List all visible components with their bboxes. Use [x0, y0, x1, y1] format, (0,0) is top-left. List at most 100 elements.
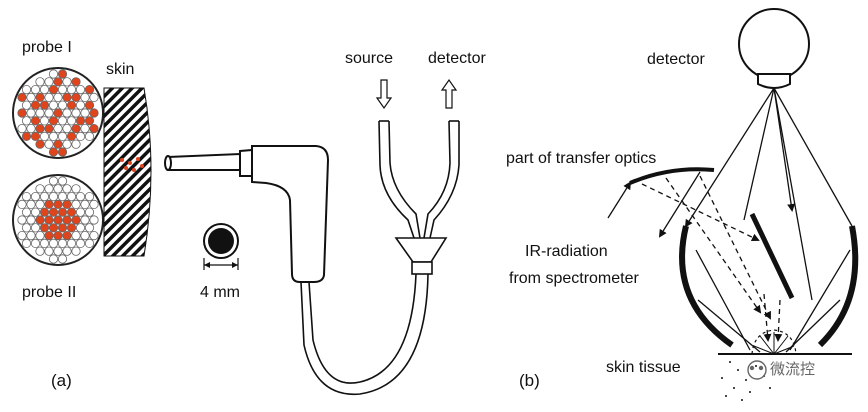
skin-section [103, 87, 152, 257]
fiber [48, 176, 59, 186]
fiber [26, 92, 36, 103]
fiber [57, 85, 68, 95]
diameter-label: 4 mm [200, 284, 240, 301]
fiber [17, 108, 27, 118]
fiber [48, 131, 59, 141]
fiber [57, 69, 68, 79]
fiber [44, 246, 54, 256]
fiber [62, 124, 72, 134]
fiber [48, 223, 59, 233]
fiber [21, 131, 32, 141]
fiber [62, 139, 72, 149]
fiber [44, 139, 54, 149]
fiber [35, 92, 45, 103]
fiber [57, 147, 68, 157]
fiber [35, 215, 45, 225]
fiber [17, 124, 27, 134]
fiber [35, 231, 45, 241]
fiber [17, 92, 27, 103]
skin-tissue [718, 329, 852, 401]
fiber [44, 108, 54, 118]
watermark-logo [747, 360, 767, 380]
fiber [35, 108, 45, 118]
fiber [75, 238, 86, 248]
fiber [48, 116, 59, 126]
fiber [35, 199, 45, 209]
fiber [57, 238, 68, 248]
fiber [53, 231, 63, 241]
fiber [71, 124, 81, 134]
fiber [66, 100, 77, 110]
fiber [66, 131, 77, 141]
fiber [26, 215, 36, 225]
fiber [53, 139, 63, 149]
detector-sphere [738, 8, 810, 89]
fiber [71, 184, 81, 194]
fiber [62, 108, 72, 118]
fiber [39, 100, 50, 110]
fiber [84, 131, 95, 141]
fiber [57, 131, 68, 141]
fiber [84, 207, 95, 217]
fiber [84, 223, 95, 233]
fiber [21, 116, 32, 126]
fiber [89, 199, 99, 209]
fiber [75, 116, 86, 126]
source-label: source [345, 50, 394, 67]
fiber-cross-section [203, 223, 239, 270]
fiber [62, 246, 72, 256]
fiber [48, 192, 59, 202]
fiber [62, 199, 72, 209]
fiber [39, 131, 50, 141]
fiber [30, 238, 41, 248]
skin-tissue-label: skin tissue [606, 359, 681, 376]
fiber [21, 85, 32, 95]
fiber [57, 207, 68, 217]
fiber [62, 231, 72, 241]
fiber [80, 92, 90, 103]
fiber [44, 124, 54, 134]
fiber [30, 131, 41, 141]
probe-2-label: probe II [22, 284, 77, 301]
fiber [48, 69, 59, 79]
handheld-probe [164, 145, 330, 283]
fiber [66, 223, 77, 233]
fiber [17, 199, 27, 209]
transfer-optics-label: part of transfer optics [506, 150, 657, 167]
fiber [30, 192, 41, 202]
fiber [44, 77, 54, 87]
fiber [39, 223, 50, 233]
fiber [26, 231, 36, 241]
fiber [53, 215, 63, 225]
detector-arrow-a [440, 78, 458, 109]
probe-1-bundle [12, 67, 104, 159]
fiber [53, 92, 63, 103]
ray-paths [607, 87, 853, 353]
fiber [75, 131, 86, 141]
probe-1-label: probe I [22, 39, 72, 56]
fiber [35, 124, 45, 134]
fiber [75, 85, 86, 95]
ir-rays-dashed [641, 175, 783, 342]
source-arrow [375, 79, 393, 110]
fiber [30, 207, 41, 217]
skin-spot [120, 157, 144, 172]
fiber [44, 199, 54, 209]
fiber [21, 223, 32, 233]
ir-radiation-source-label: from spectrometer [509, 270, 639, 287]
fiber [39, 207, 50, 217]
watermark-text: 微流控 [770, 360, 816, 378]
fiber [39, 116, 50, 126]
fiber [84, 100, 95, 110]
fiber [71, 77, 81, 87]
fiber [30, 85, 41, 95]
fiber [53, 108, 63, 118]
fiber [57, 192, 68, 202]
fiber [71, 231, 81, 241]
fiber [48, 207, 59, 217]
fiber [62, 92, 72, 103]
fiber [62, 215, 72, 225]
fiber [30, 100, 41, 110]
fiber [89, 108, 99, 118]
